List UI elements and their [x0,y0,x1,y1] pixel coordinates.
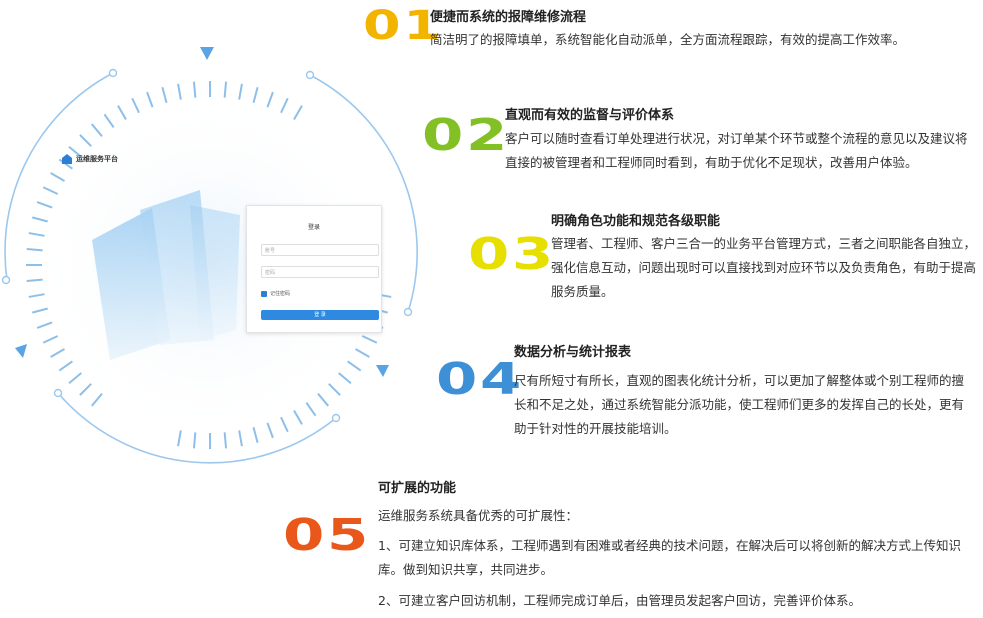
dial-tick [317,393,330,407]
dial-tick [177,430,182,447]
feature-number-04: 04 [436,354,525,405]
logo-icon [62,154,72,164]
feature-item-05-2: 2、可建立客户回访机制，工程师完成订单后，由管理员发起客户回访，完善评价体系。 [378,593,861,608]
dial-tick [36,201,53,209]
feature-title-02: 直观而有效的监督与评价体系 [505,108,675,123]
dial-tick [68,145,82,158]
dial-tick [79,383,92,396]
dial-tick [347,360,362,372]
feature-desc-02: 客户可以随时查看订单处理进行状况，对订单某个环节或整个流程的意见以及建议将直接的… [505,131,968,170]
dial-tick [266,422,274,439]
dial-tick [26,247,43,252]
feature-item-05-1: 1、可建立知识库体系，工程师遇到有困难或者经典的技术问题，在解决后可以将创新的解… [378,538,961,577]
password-input: 密码 [261,266,379,278]
feature-desc-03: 管理者、工程师、客户三合一的业务平台管理方式，三者之间职能各自独立，强化信息互动… [551,236,977,299]
feature-number-05: 05 [283,510,372,561]
dial-tick [32,307,48,314]
feature-number-01: 01 [363,3,444,49]
dial-tick [305,402,317,417]
login-title: 登录 [307,224,320,231]
dial-tick [50,348,66,358]
dial-tick [50,172,66,182]
dial-tick [252,427,259,443]
login-card: 登录 账号 密码 记住密码 登 录 [246,205,382,333]
dial-tick [177,83,182,100]
triangle-marker-icon [15,47,389,377]
dial-tick [192,432,197,449]
dial-tick [90,393,103,407]
feature-intro-05: 运维服务系统具备优秀的可扩展性： [378,508,579,523]
dot-marker-icon [1,68,413,423]
dial-tick [58,360,73,372]
dial-tick [32,216,48,223]
dial-tick [293,105,303,121]
dial-tick [280,97,289,114]
remember-checkbox: 记住密码 [261,290,290,297]
dial-tick [26,278,43,283]
dial-tick [192,81,197,98]
account-input: 账号 [261,244,379,256]
dial-tick [266,91,274,108]
dial-tick [117,105,127,121]
dial-tick [293,409,303,425]
feature-desc-04: 尺有所短寸有所长，直观的图表化统计分析，可以更加了解整体或个别工程师的擅长和不足… [514,373,965,436]
dial-tick [338,372,352,385]
dial-decoration [1,47,418,464]
dial-tick [36,321,53,329]
dial-tick [28,293,45,298]
dial-tick [238,430,243,447]
building-graphic [92,190,240,360]
brand: 运维服务平台 [62,154,118,164]
dial-tick [68,372,82,385]
checkbox-icon [261,290,267,297]
dial-tick [354,348,370,358]
dial-tick [238,83,243,100]
dial-tick [58,158,73,170]
dial-ticks [26,81,392,449]
dial-tick [223,81,228,98]
dial-tick [161,87,168,103]
feature-desc-01: 简洁明了的报障填单，系统智能化自动派单，全方面流程跟踪，有效的提高工作效率。 [430,32,906,47]
brand-name: 运维服务平台 [76,155,118,163]
dial-tick [252,87,259,103]
remember-label: 记住密码 [270,291,291,297]
dial-tick [361,335,378,344]
dial-tick [131,97,140,114]
feature-title-03: 明确角色功能和规范各级职能 [551,214,721,229]
dial-tick [42,335,59,344]
feature-title-04: 数据分析与统计报表 [514,345,632,360]
outer-arcs [4,72,418,464]
feature-title-05: 可扩展的功能 [378,481,457,496]
dial-tick [223,432,228,449]
dial-tick [328,383,341,396]
feature-number-02: 02 [422,110,511,161]
dial-tick [146,91,154,108]
login-button: 登 录 [261,310,379,320]
feature-number-03: 03 [468,229,557,280]
dial-tick [90,123,103,137]
feature-title-01: 便捷而系统的报障维修流程 [430,10,587,25]
dial-tick [28,232,45,237]
dial-tick [79,134,92,147]
dial-tick [42,186,59,195]
dial-tick [103,113,115,128]
dial-tick [280,416,289,433]
